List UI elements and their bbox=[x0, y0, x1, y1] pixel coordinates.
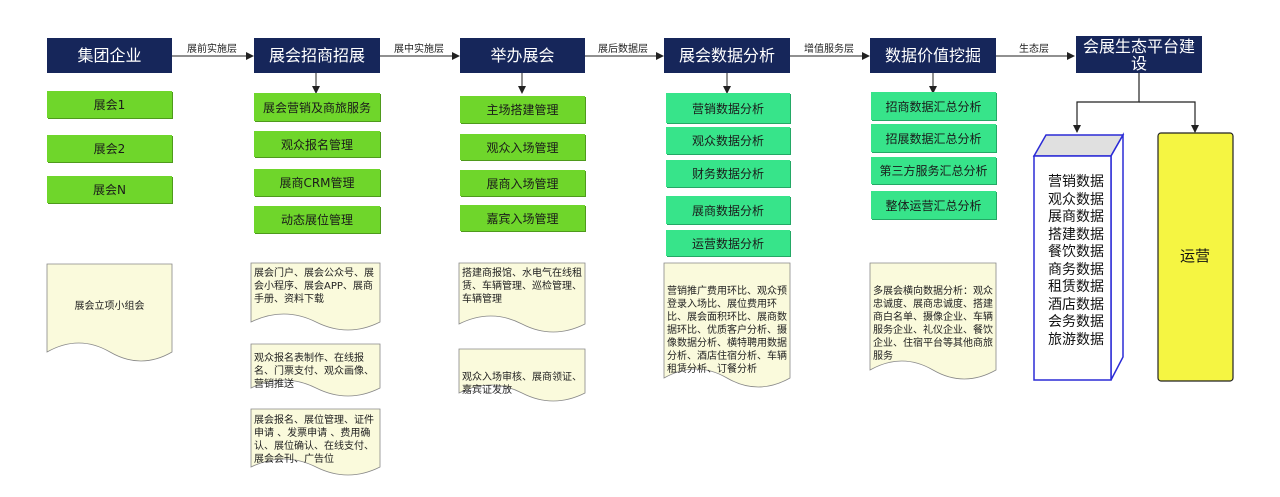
note-shape-value bbox=[869, 262, 997, 380]
item-operation-analysis: 运营数据分析 bbox=[666, 230, 790, 256]
item-finance-analysis: 财务数据分析 bbox=[666, 160, 790, 187]
note-analysis: 营销推广费用环比、观众预登录入场比、展位费用环比、展会面积环比、展商数据环比、优… bbox=[667, 286, 787, 374]
note-shape-bid3 bbox=[250, 408, 381, 476]
item-expo-1: 展会1 bbox=[47, 91, 172, 118]
note-value: 多展会横向数据分析：观众忠诚度、展商忠诚度、搭建商白名单、摄像企业、车辆服务企业… bbox=[873, 286, 993, 362]
note-shape-hold2 bbox=[458, 348, 586, 402]
item-visitor-registration: 观众报名管理 bbox=[254, 131, 380, 157]
ops-box bbox=[1157, 132, 1234, 382]
item-exhibitor-crm: 展商CRM管理 bbox=[254, 169, 380, 196]
eco-data-item: 旅游数据 bbox=[1048, 331, 1104, 348]
eco-data-item: 展商数据 bbox=[1048, 209, 1104, 225]
eco-data-item: 酒店数据 bbox=[1048, 296, 1104, 313]
item-expo-2: 展会2 bbox=[47, 135, 172, 162]
layer-label-mid: 展中实施层 bbox=[394, 44, 444, 55]
item-overall-summary: 整体运营汇总分析 bbox=[871, 191, 996, 219]
ecosystem-data-list: 营销数据 观众数据 展商数据 搭建数据 餐饮数据 商务数据 租赁数据 酒店数据 … bbox=[1040, 174, 1112, 349]
item-marketing-analysis: 营销数据分析 bbox=[666, 93, 790, 123]
header-ecosystem: 会展生态平台建设 bbox=[1076, 36, 1202, 73]
ops-label: 运营 bbox=[1179, 246, 1210, 265]
item-third-party-summary: 第三方服务汇总分析 bbox=[871, 157, 996, 184]
header-bidding: 展会招商招展 bbox=[254, 38, 380, 73]
eco-data-item: 餐饮数据 bbox=[1048, 244, 1104, 260]
note-group: 展会立项小组会 bbox=[74, 301, 145, 312]
eco-data-item: 商务数据 bbox=[1048, 261, 1104, 278]
item-booth-management: 动态展位管理 bbox=[254, 206, 380, 233]
note-bid-registration: 观众报名表制作、在线报名、门票支付、观众画像、营销推送 bbox=[254, 353, 374, 390]
eco-data-item: 观众数据 bbox=[1048, 191, 1104, 208]
note-shape-bid1 bbox=[250, 262, 381, 331]
item-visitor-analysis: 观众数据分析 bbox=[666, 127, 790, 154]
note-hold-build: 搭建商报馆、水电气在线租赁、车辆管理、巡检管理、车辆管理 bbox=[462, 268, 582, 305]
item-build-management: 主场搭建管理 bbox=[460, 96, 585, 123]
header-value: 数据价值挖掘 bbox=[870, 38, 996, 73]
eco-data-item: 会务数据 bbox=[1048, 314, 1104, 330]
item-bid-summary: 招商数据汇总分析 bbox=[871, 92, 996, 120]
layer-label-pre: 展前实施层 bbox=[187, 44, 237, 55]
item-expo-n: 展会N bbox=[47, 176, 172, 203]
layer-label-post: 展后数据层 bbox=[598, 44, 648, 55]
data-box-front bbox=[1033, 155, 1112, 381]
note-shape-hold1 bbox=[458, 262, 586, 333]
note-hold-entry: 观众入场审核、展商领证、嘉宾证发放 bbox=[462, 372, 582, 396]
eco-data-item: 搭建数据 bbox=[1048, 226, 1104, 243]
eco-branch bbox=[1073, 73, 1140, 133]
note-shape-analysis bbox=[663, 262, 791, 388]
note-shape-bid2 bbox=[250, 343, 381, 397]
item-marketing-travel: 展会营销及商旅服务 bbox=[254, 93, 380, 121]
header-analysis: 展会数据分析 bbox=[664, 38, 790, 73]
eco-branch-right bbox=[1139, 101, 1199, 133]
item-exhibitor-entry: 展商入场管理 bbox=[460, 170, 585, 196]
data-box-top bbox=[1032, 134, 1125, 157]
item-exhibitor-analysis: 展商数据分析 bbox=[666, 196, 790, 224]
data-box-side bbox=[1110, 132, 1124, 381]
item-visitor-entry: 观众入场管理 bbox=[460, 134, 585, 160]
note-bid-portal: 展会门户、展会公众号、展会小程序、展会APP、展商手册、资料下载 bbox=[254, 268, 374, 305]
note-shape-group bbox=[46, 263, 173, 362]
layer-label-value: 增值服务层 bbox=[804, 44, 854, 55]
note-bid-exhibitor: 展会报名、展位管理、证件申请 、发票申请 、费用确认、展位确认、在线支付、展会会… bbox=[254, 415, 374, 465]
item-booth-summary: 招展数据汇总分析 bbox=[871, 124, 996, 152]
eco-data-item: 租赁数据 bbox=[1048, 279, 1104, 295]
eco-data-item: 营销数据 bbox=[1048, 174, 1104, 190]
layer-label-eco: 生态层 bbox=[1019, 44, 1049, 55]
item-guest-entry: 嘉宾入场管理 bbox=[460, 205, 585, 231]
header-group: 集团企业 bbox=[47, 38, 172, 73]
header-hold: 举办展会 bbox=[460, 38, 585, 73]
